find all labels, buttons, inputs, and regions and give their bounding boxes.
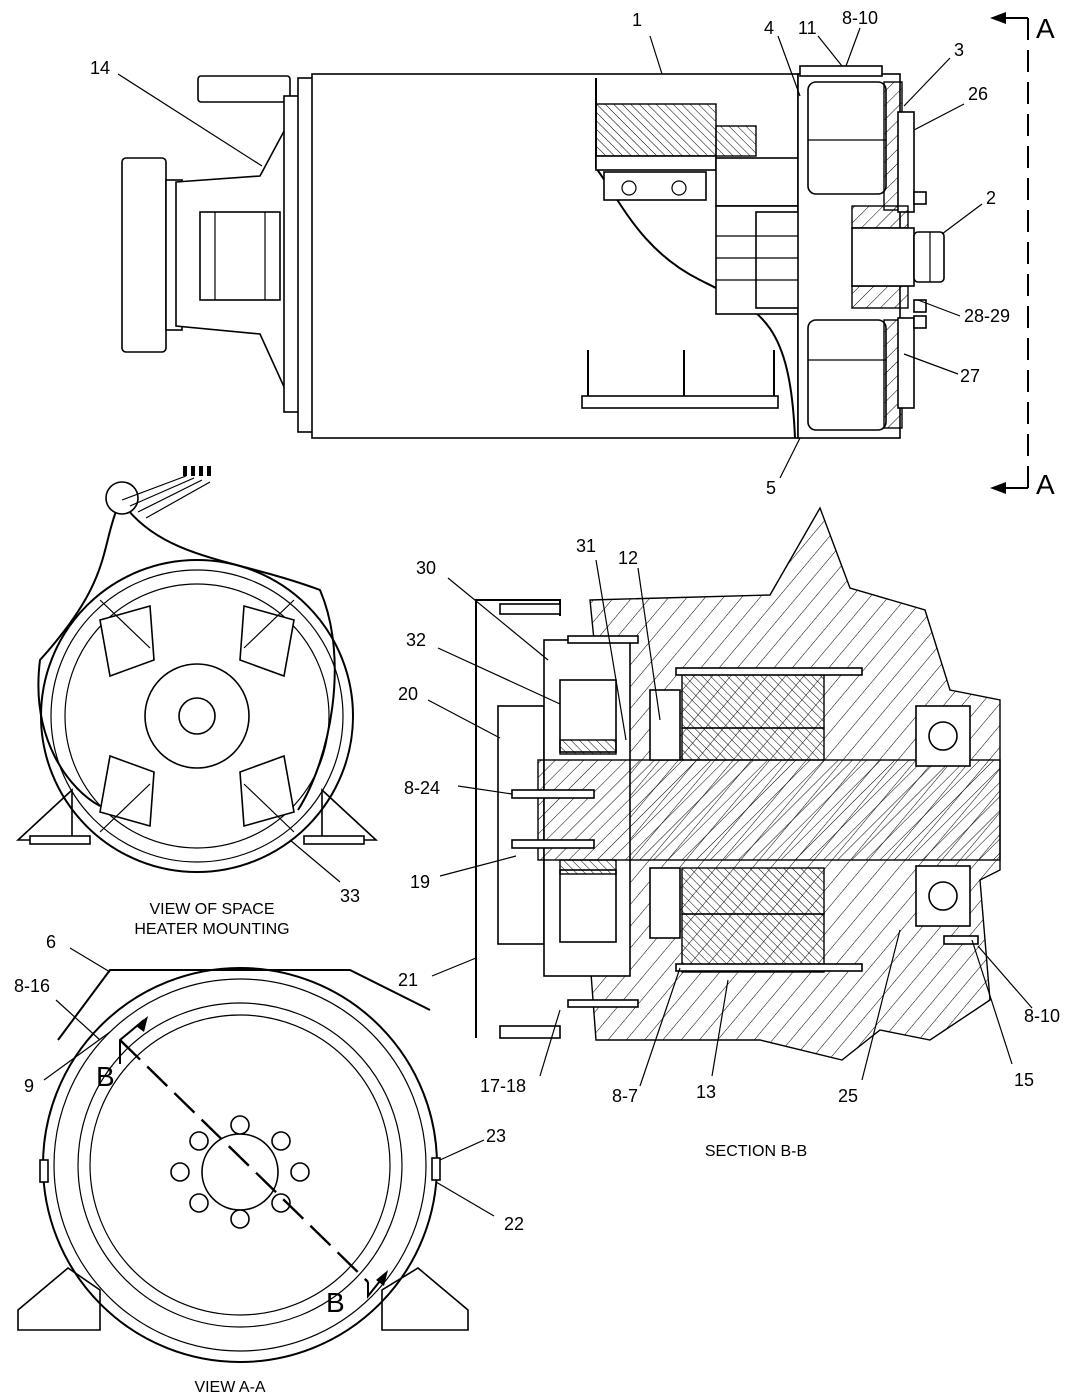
callout-3: 3 <box>954 40 964 60</box>
callout-8-10-top: 8-10 <box>842 8 878 28</box>
section-marker-b-top: B <box>96 1061 115 1092</box>
callout-6: 6 <box>46 932 56 952</box>
callout-8-24: 8-24 <box>404 778 440 798</box>
caption-view-a-a: VIEW A-A <box>194 1379 265 1396</box>
callout-8-16: 8-16 <box>14 976 50 996</box>
callout-32: 32 <box>406 630 426 650</box>
section-b-b <box>427 506 1033 1087</box>
caption-space-heater-line1: VIEW OF SPACE <box>149 901 274 918</box>
callout-30: 30 <box>416 558 436 578</box>
section-marker-a-bottom: A <box>1036 469 1055 500</box>
callout-26: 26 <box>968 84 988 104</box>
callout-15: 15 <box>1014 1070 1034 1090</box>
callout-20: 20 <box>398 684 418 704</box>
callout-14: 14 <box>90 58 110 78</box>
callout-4: 4 <box>764 18 774 38</box>
callout-22: 22 <box>504 1214 524 1234</box>
section-marker-b-bottom: B <box>326 1287 345 1318</box>
view-a-a <box>17 947 495 1363</box>
callout-2: 2 <box>986 188 996 208</box>
callout-labels: 1 14 4 11 8-10 3 26 2 28-29 27 5 A A 33 … <box>14 8 1060 1396</box>
callout-12: 12 <box>618 548 638 568</box>
callout-31: 31 <box>576 536 596 556</box>
section-line-a-a <box>990 12 1029 494</box>
section-marker-a-top: A <box>1036 13 1055 44</box>
callout-11: 11 <box>798 18 817 38</box>
callout-28-29: 28-29 <box>964 306 1010 326</box>
callout-25: 25 <box>838 1086 858 1106</box>
callout-1: 1 <box>632 10 642 30</box>
caption-space-heater-line2: HEATER MOUNTING <box>134 921 289 938</box>
callout-5: 5 <box>766 478 776 498</box>
callout-9: 9 <box>24 1076 34 1096</box>
callout-33: 33 <box>340 886 360 906</box>
space-heater-view <box>15 466 379 883</box>
callout-23: 23 <box>486 1126 506 1146</box>
callout-8-10-right: 8-10 <box>1024 1006 1060 1026</box>
callout-19: 19 <box>410 872 430 892</box>
callout-27: 27 <box>960 366 980 386</box>
callout-8-7: 8-7 <box>612 1086 638 1106</box>
callout-17-18: 17-18 <box>480 1076 526 1096</box>
callout-21: 21 <box>398 970 418 990</box>
caption-section-b-b: SECTION B-B <box>705 1143 807 1160</box>
callout-13: 13 <box>696 1082 716 1102</box>
side-view-generator <box>117 27 983 479</box>
